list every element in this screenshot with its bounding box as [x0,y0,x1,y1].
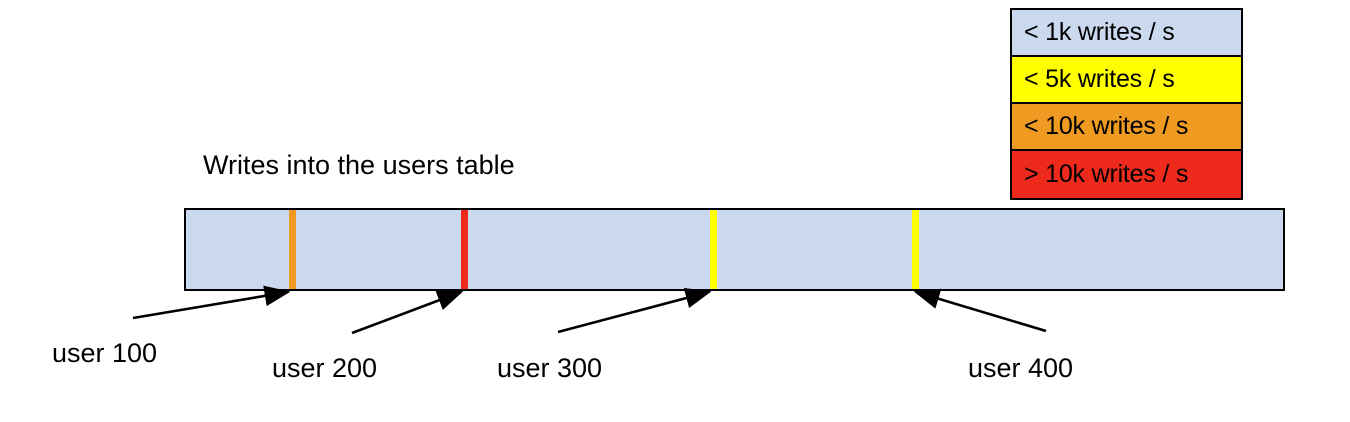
legend-item-lt-10k: < 10k writes / s [1012,104,1241,151]
legend-item-label: > 10k writes / s [1024,160,1189,188]
legend: < 1k writes / s < 5k writes / s < 10k wr… [1010,8,1243,200]
users-table-bar [184,208,1285,291]
legend-item-label: < 10k writes / s [1024,112,1189,140]
legend-item-lt-1k: < 1k writes / s [1012,10,1241,57]
marker-user-200 [461,210,468,289]
arrow-user-200 [351,290,464,335]
chart-caption: Writes into the users table [203,150,515,180]
arrow-user-400 [913,288,1047,333]
marker-user-100 [289,210,296,289]
callout-label-user-300: user 300 [497,353,603,383]
legend-item-gt-10k: > 10k writes / s [1012,151,1241,198]
legend-item-label: < 1k writes / s [1024,18,1175,46]
arrow-user-300 [557,287,712,334]
legend-item-label: < 5k writes / s [1024,65,1175,93]
marker-user-400 [912,210,919,289]
callout-label-user-200: user 200 [272,353,378,383]
legend-item-lt-5k: < 5k writes / s [1012,57,1241,104]
arrow-user-100 [132,285,291,320]
marker-user-300 [710,210,717,289]
callout-label-user-100: user 100 [52,338,158,368]
callout-label-user-400: user 400 [968,353,1074,383]
